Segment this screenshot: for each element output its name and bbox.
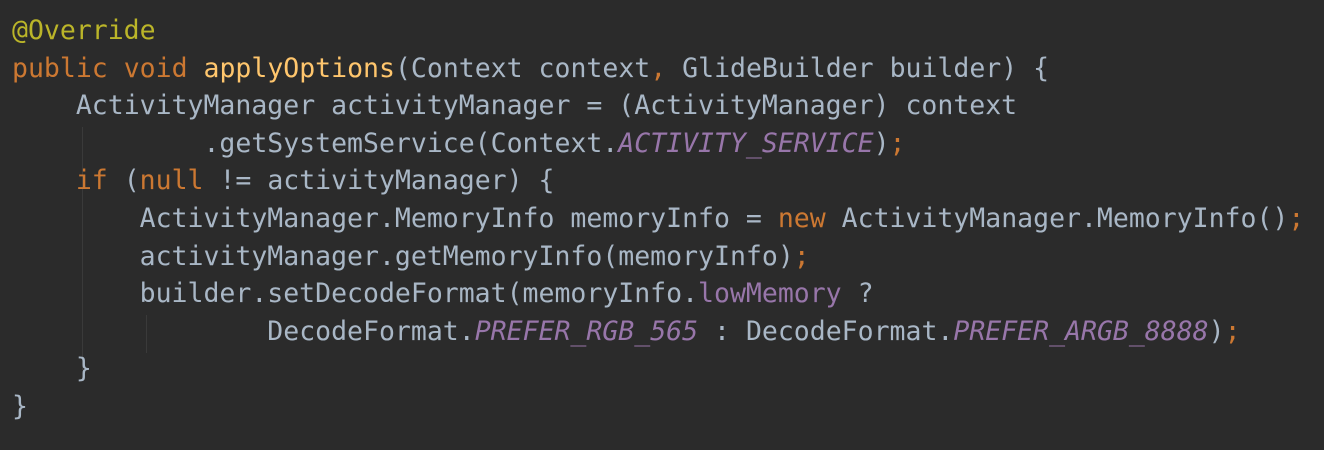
- code-token-plain: DecodeFormat.: [267, 315, 475, 347]
- code-indent: [12, 316, 267, 347]
- code-indent: [12, 165, 76, 196]
- code-token-plain: (Context context: [394, 52, 651, 84]
- code-token-plain: }: [12, 390, 28, 422]
- code-token-const: PREFER_ARGB_8888: [953, 315, 1209, 347]
- code-token-plain: builder.setDecodeFormat(memoryInfo.: [139, 278, 699, 310]
- code-token-plain: ): [1208, 315, 1225, 347]
- code-token-punct: ;: [1224, 315, 1241, 347]
- code-token-kw: null: [139, 165, 204, 197]
- code-line[interactable]: if (null != activityManager) {: [12, 162, 1304, 200]
- code-token-plain: .getSystemService(Context.: [203, 127, 619, 159]
- code-token-punct: ;: [1288, 202, 1305, 234]
- code-token-plain: ActivityManager.MemoryInfo memoryInfo =: [139, 202, 778, 234]
- code-token-plain: != activityManager) {: [203, 165, 555, 197]
- code-indent: [12, 353, 76, 384]
- code-line[interactable]: .getSystemService(Context.ACTIVITY_SERVI…: [12, 125, 1304, 163]
- code-line[interactable]: @Override: [12, 12, 1304, 50]
- code-line[interactable]: }: [12, 388, 1304, 426]
- code-token-annotation: @Override: [12, 15, 156, 46]
- code-token-punct: ;: [793, 240, 810, 272]
- code-indent: [12, 90, 76, 121]
- code-token-fn: applyOptions: [203, 52, 395, 84]
- code-token-plain: }: [75, 353, 92, 385]
- code-token-kw: void: [123, 52, 188, 84]
- code-token-plain: [188, 53, 204, 84]
- code-indent: [12, 278, 140, 309]
- code-indent: [12, 203, 140, 234]
- code-line[interactable]: builder.setDecodeFormat(memoryInfo.lowMe…: [12, 275, 1304, 313]
- code-text[interactable]: @Override public void applyOptions(Contex…: [12, 12, 1304, 426]
- code-token-plain: ?: [841, 278, 874, 310]
- code-token-field: lowMemory: [698, 278, 842, 310]
- code-token-plain: ActivityManager.MemoryInfo(): [825, 202, 1289, 234]
- code-token-plain: GlideBuilder builder) {: [666, 52, 1050, 84]
- code-line[interactable]: }: [12, 350, 1304, 388]
- code-token-plain: ): [873, 127, 890, 159]
- indent-guide: [146, 315, 147, 353]
- code-indent: [12, 128, 203, 159]
- code-token-plain: activityManager.getMemoryInfo(memoryInfo…: [139, 240, 794, 272]
- code-token-plain: [108, 53, 124, 84]
- code-token-const: PREFER_RGB_565: [474, 315, 699, 347]
- code-token-plain: : DecodeFormat.: [698, 315, 954, 347]
- code-line[interactable]: DecodeFormat.PREFER_RGB_565 : DecodeForm…: [12, 313, 1304, 351]
- indent-guide: [82, 127, 83, 370]
- code-token-punct: ;: [889, 127, 906, 159]
- code-line[interactable]: public void applyOptions(Context context…: [12, 50, 1304, 88]
- code-token-kw: new: [777, 202, 826, 234]
- code-token-punct: ,: [650, 52, 667, 84]
- code-line[interactable]: activityManager.getMemoryInfo(memoryInfo…: [12, 238, 1304, 276]
- code-line[interactable]: ActivityManager.MemoryInfo memoryInfo = …: [12, 200, 1305, 238]
- code-token-kw: if: [75, 165, 108, 197]
- code-token-plain: ActivityManager activityManager = (Activ…: [75, 90, 1018, 122]
- code-indent: [12, 241, 140, 272]
- code-token-const: ACTIVITY_SERVICE: [618, 127, 874, 159]
- code-line[interactable]: ActivityManager activityManager = (Activ…: [12, 87, 1304, 125]
- code-token-kw: public: [12, 52, 108, 84]
- code-token-plain: (: [107, 165, 140, 197]
